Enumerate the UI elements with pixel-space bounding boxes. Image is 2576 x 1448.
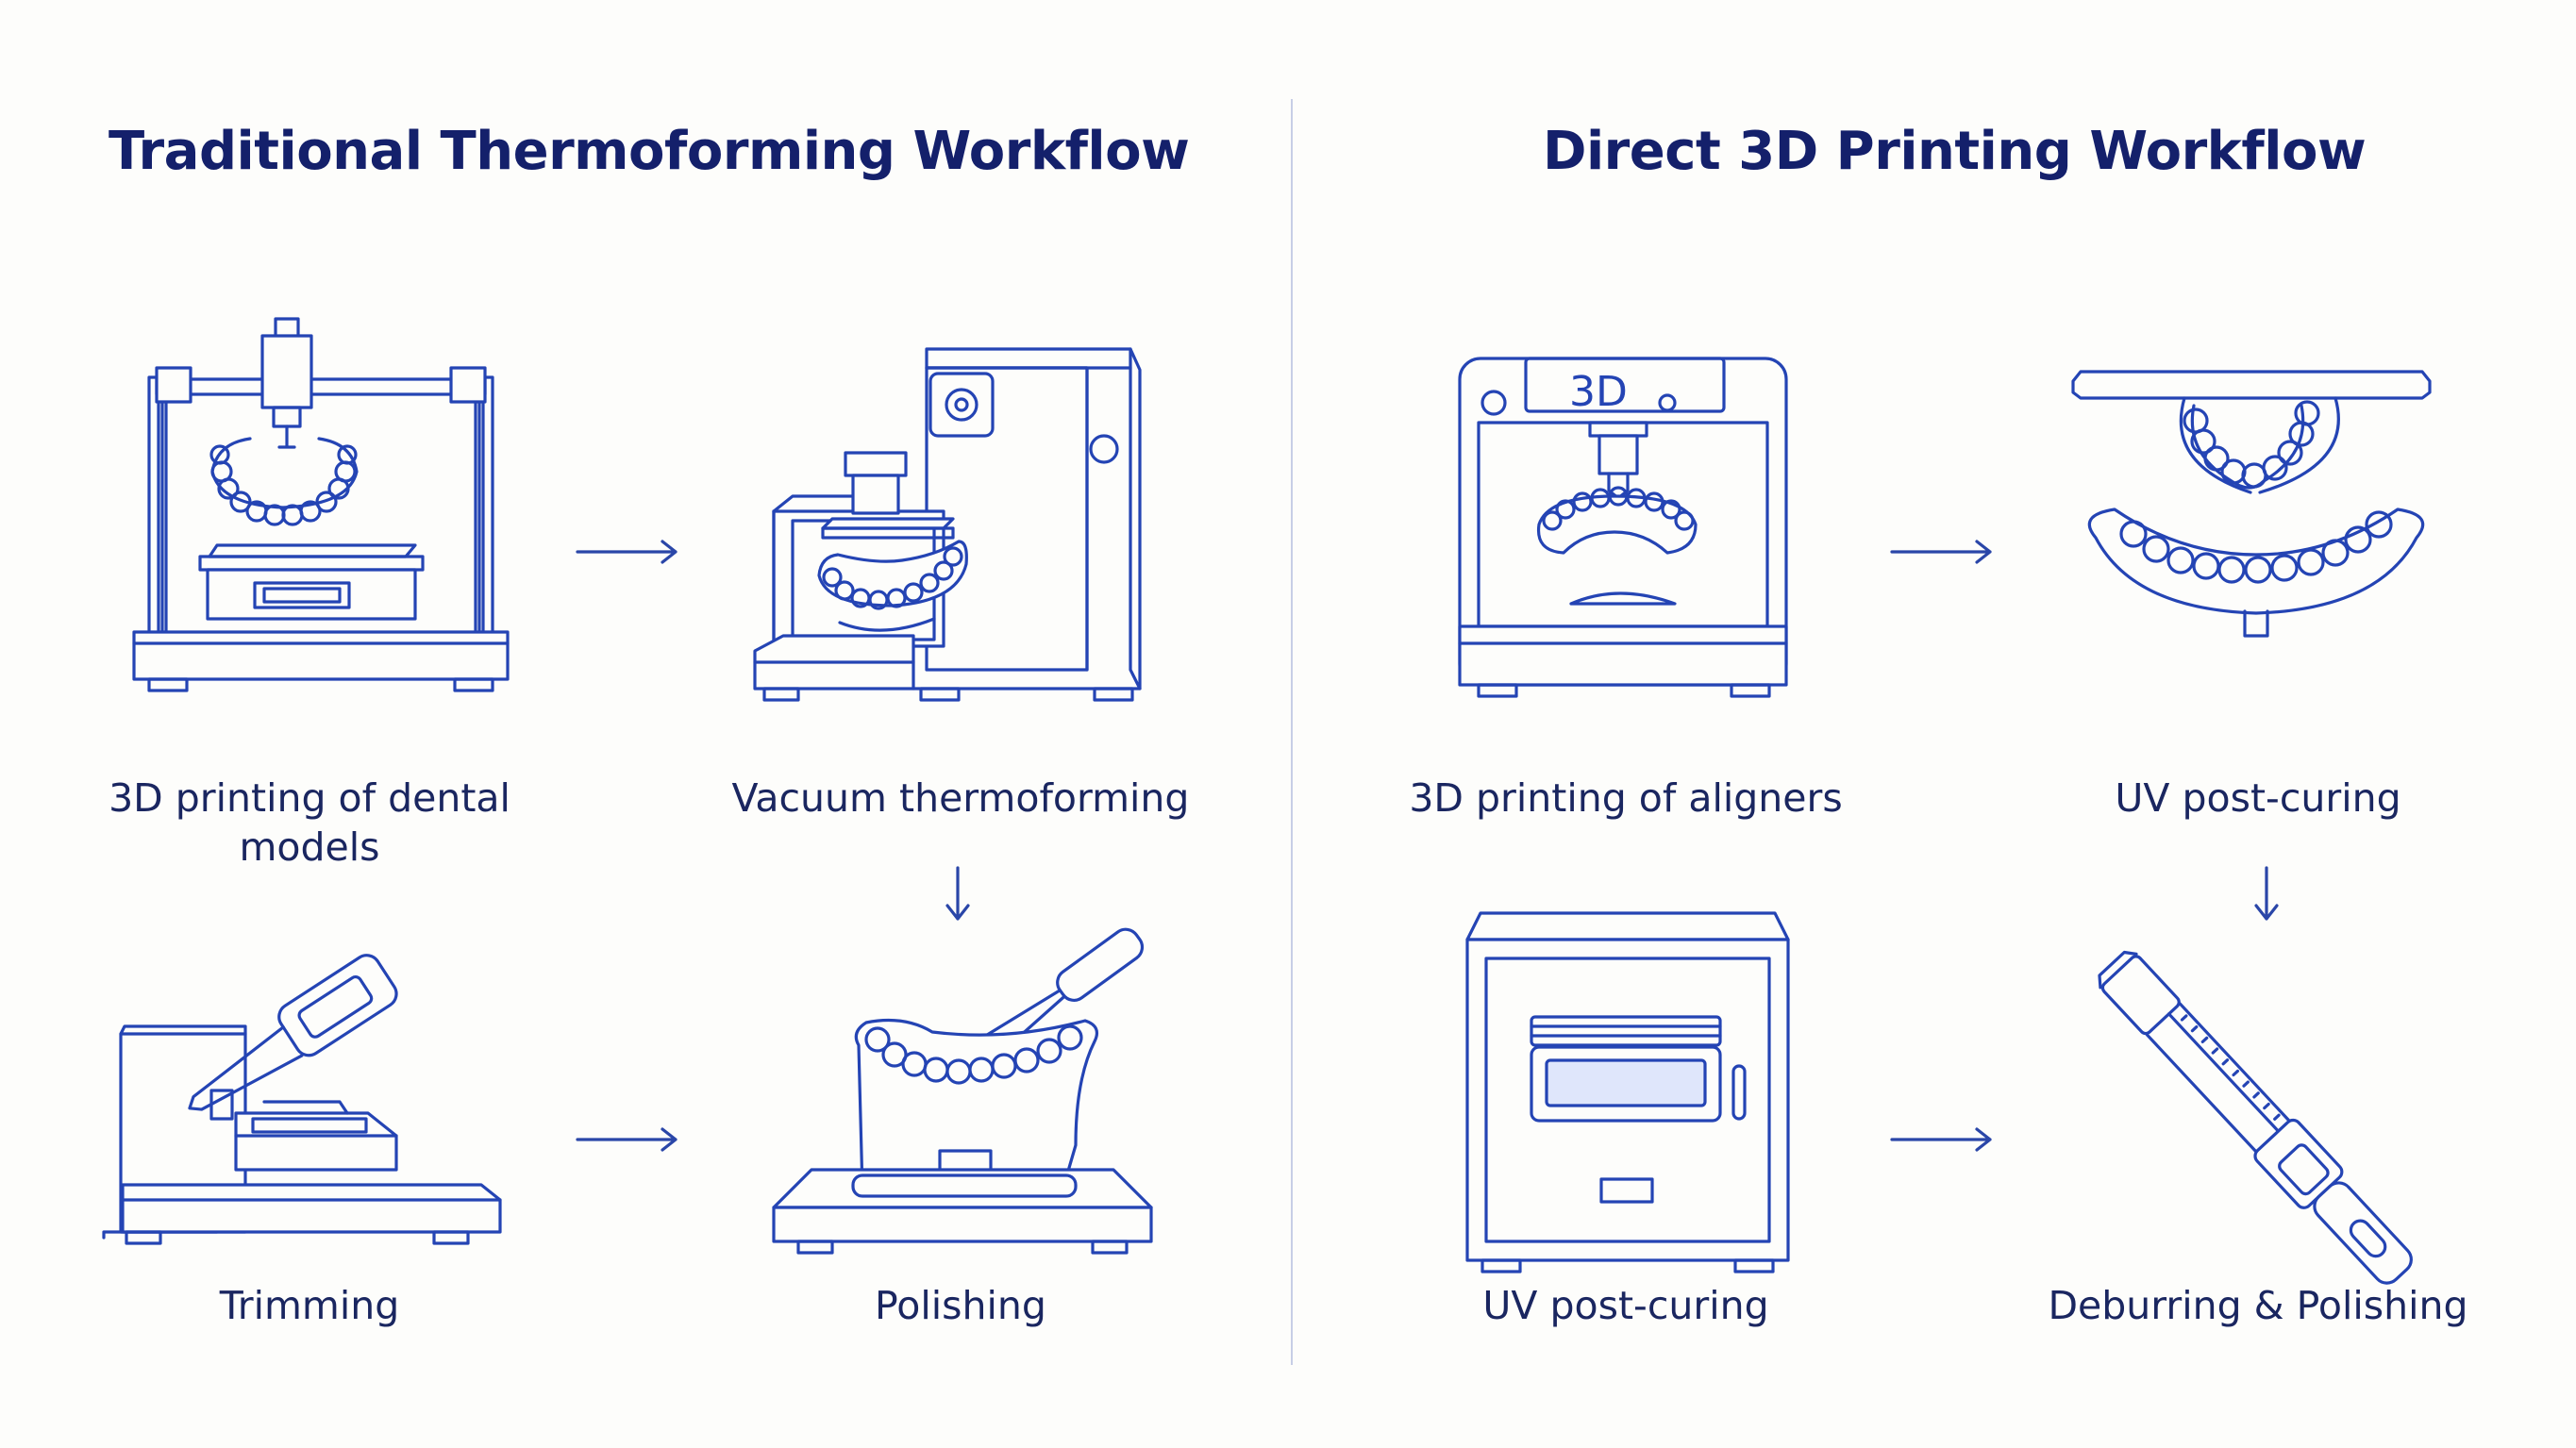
step-caption-3d-printing-dental-models: 3D printing of dental models xyxy=(109,775,510,870)
arrow-right-icon xyxy=(576,1125,679,1154)
section-divider xyxy=(1291,99,1293,1365)
arrow-right-icon xyxy=(1890,1125,1994,1154)
step-caption-3d-printing-aligners: 3D printing of aligners xyxy=(1409,775,1843,821)
3d-printer-dental-model-icon xyxy=(104,302,519,717)
3d-printer-aligner-icon: 3D xyxy=(1420,311,1835,726)
direct-workflow-title: Direct 3D Printing Workflow xyxy=(1543,121,2367,182)
arrow-down-icon xyxy=(944,866,972,923)
step-caption-polishing: Polishing xyxy=(875,1283,1046,1328)
step-caption-uv-post-curing-top: UV post-curing xyxy=(2115,775,2401,821)
arrow-down-icon xyxy=(2252,866,2281,923)
vacuum-thermoforming-machine-icon xyxy=(753,311,1170,726)
step-caption-vacuum-thermoforming: Vacuum thermoforming xyxy=(731,775,1190,821)
printer-screen-text: 3D xyxy=(1569,368,1628,416)
step-caption-trimming: Trimming xyxy=(219,1283,400,1328)
aligner-curing-icon xyxy=(2052,311,2467,726)
traditional-workflow-title: Traditional Thermoforming Workflow xyxy=(109,121,1190,182)
deburring-tool-icon xyxy=(2052,906,2467,1321)
uv-curing-oven-icon xyxy=(1420,906,1835,1321)
polishing-tool-icon xyxy=(755,927,1170,1349)
step-caption-uv-post-curing-bottom: UV post-curing xyxy=(1482,1283,1769,1328)
step-caption-deburring-polishing: Deburring & Polishing xyxy=(2048,1283,2468,1328)
arrow-right-icon xyxy=(1890,538,1994,566)
arrow-right-icon xyxy=(576,538,679,566)
trimming-machine-icon xyxy=(102,934,519,1349)
